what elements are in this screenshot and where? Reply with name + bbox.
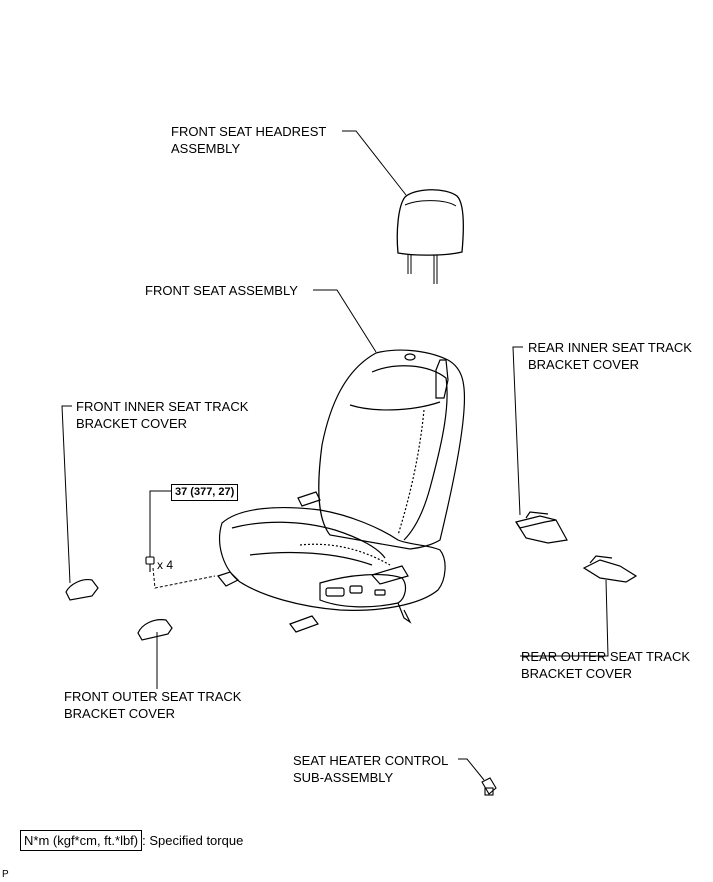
front-inner-leader (61, 405, 72, 584)
rear-inner-leader (512, 346, 523, 516)
torque-leader (149, 490, 171, 557)
torque-spec-box: 37 (377, 27) (171, 484, 239, 501)
rear-outer-cover-drawing (582, 555, 638, 583)
bolt-dash-line (152, 567, 216, 589)
headrest-leader (342, 130, 407, 196)
rear-inner-label-line2: BRACKET COVER (528, 357, 640, 372)
headrest-label-line1: FRONT SEAT HEADREST (171, 124, 327, 139)
headrest-drawing (396, 189, 465, 284)
seat-label: FRONT SEAT ASSEMBLY (145, 282, 298, 299)
seat-leader (313, 289, 377, 353)
front-inner-label-line1: FRONT INNER SEAT TRACK (76, 399, 249, 414)
heater-control-drawing (481, 777, 497, 796)
figure-code: P (2, 869, 9, 880)
headrest-label-line2: ASSEMBLY (171, 141, 241, 156)
torque-legend: N*m (kgf*cm, ft.*lbf): Specified torque (20, 830, 243, 851)
rear-outer-leader (520, 579, 609, 657)
front-outer-label-line1: FRONT OUTER SEAT TRACK (64, 689, 242, 704)
heater-leader (458, 758, 485, 781)
rear-outer-label: REAR OUTER SEAT TRACK BRACKET COVER (521, 648, 690, 682)
rear-inner-cover-drawing (515, 511, 568, 544)
front-outer-label: FRONT OUTER SEAT TRACK BRACKET COVER (64, 688, 241, 722)
legend-unit-box: N*m (kgf*cm, ft.*lbf) (20, 830, 143, 851)
headrest-label: FRONT SEAT HEADREST ASSEMBLY (171, 123, 326, 157)
heater-label-line2: SUB-ASSEMBLY (293, 770, 394, 785)
seat-label-line1: FRONT SEAT ASSEMBLY (145, 283, 298, 298)
front-inner-cover-drawing (65, 579, 99, 601)
front-inner-label: FRONT INNER SEAT TRACK BRACKET COVER (76, 398, 248, 432)
front-outer-label-line2: BRACKET COVER (64, 706, 176, 721)
rear-inner-label: REAR INNER SEAT TRACK BRACKET COVER (528, 339, 692, 373)
rear-outer-label-line1: REAR OUTER SEAT TRACK (521, 649, 691, 664)
heater-label-line1: SEAT HEATER CONTROL (293, 753, 449, 768)
front-outer-cover-drawing (137, 619, 173, 641)
rear-inner-label-line1: REAR INNER SEAT TRACK (528, 340, 692, 355)
heater-label: SEAT HEATER CONTROL SUB-ASSEMBLY (293, 752, 448, 786)
bolt-quantity: x 4 (157, 558, 174, 572)
front-inner-label-line2: BRACKET COVER (76, 416, 188, 431)
rear-outer-label-line2: BRACKET COVER (521, 666, 633, 681)
legend-text: : Specified torque (142, 833, 244, 848)
bolt-drawing (145, 556, 155, 572)
seat-drawing (216, 349, 466, 633)
